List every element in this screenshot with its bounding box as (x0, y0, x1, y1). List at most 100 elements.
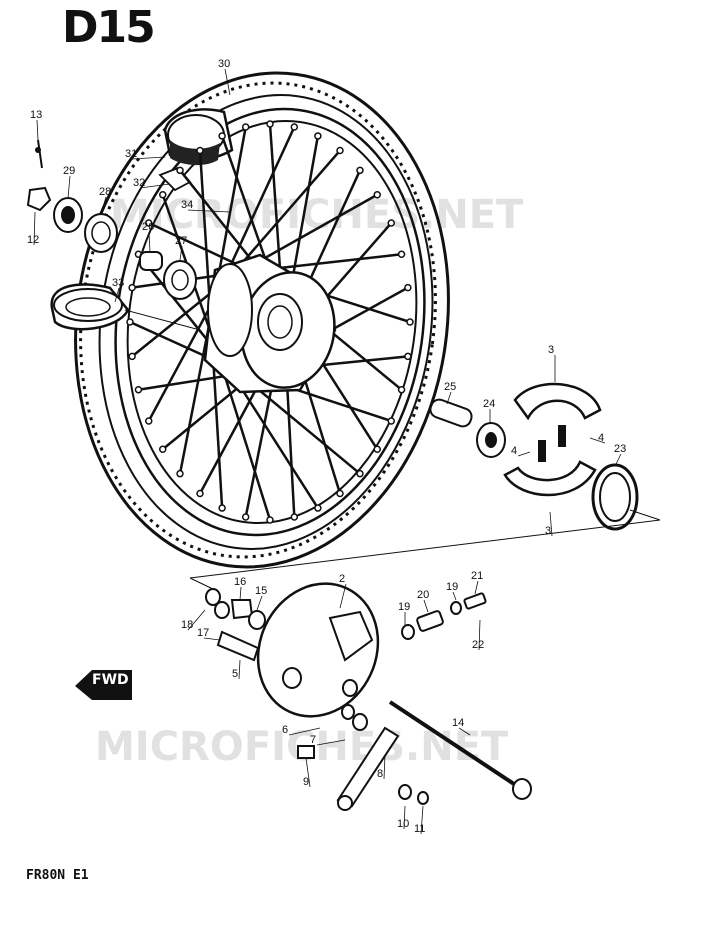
callout-leader (139, 183, 171, 189)
spoke-nipple (266, 516, 274, 524)
callout-number: 19 (446, 581, 458, 593)
spoke-nipple (397, 385, 406, 394)
callout-number: 27 (175, 235, 187, 247)
spoke (147, 301, 214, 422)
spoke (178, 320, 212, 474)
spoke (217, 355, 272, 521)
callout-number: 18 (181, 619, 193, 631)
callout-leader (238, 659, 241, 680)
spoke-nipple (176, 166, 184, 175)
callout-leader (517, 451, 531, 457)
spoke-nipple (314, 132, 322, 140)
callout-leader (131, 156, 166, 160)
callout-leader (339, 583, 347, 609)
spoke (198, 150, 212, 315)
spoke-nipple (314, 504, 322, 512)
spoke-nipple (128, 283, 136, 292)
callout-leader (614, 453, 622, 467)
callout-leader (589, 437, 606, 444)
diagram-code: D15 (62, 2, 156, 53)
callout-leader (203, 637, 221, 641)
callout-leader (148, 231, 151, 253)
spoke-nipple (373, 190, 381, 199)
callout-leader (423, 599, 429, 613)
spoke-nipple (196, 146, 204, 155)
spoke-nipple (404, 283, 412, 292)
spoke (248, 193, 378, 269)
brake-assembly (429, 382, 639, 531)
spoke-nipple (397, 250, 406, 259)
spoke-nipple (134, 385, 143, 394)
fwd-arrow-icon (75, 670, 132, 700)
spoke-nipple (218, 504, 226, 512)
spoke-nipple (266, 120, 274, 128)
callout-leader (305, 757, 311, 788)
spoke-nipple (373, 445, 381, 454)
callout-number: 3 (548, 344, 554, 356)
callout-leader (420, 805, 424, 835)
spoke (222, 126, 296, 282)
spoke-nipple (159, 445, 167, 454)
wheel-hub (203, 253, 337, 394)
spoke (234, 149, 341, 272)
brake-panel (205, 582, 532, 811)
callout-leader (187, 209, 231, 213)
spoke-nipple (290, 513, 299, 521)
callout-leader (383, 754, 386, 780)
callout-number: 17 (197, 627, 209, 639)
callout-number: 33 (112, 277, 124, 289)
callout-leader (446, 391, 452, 405)
callout-number: 31 (125, 148, 137, 160)
callout-number: 23 (614, 443, 626, 455)
callout-number: 25 (444, 381, 456, 393)
spoke-nipple (176, 469, 184, 478)
spoke-nipple (404, 352, 412, 361)
callout-number: 20 (417, 589, 429, 601)
callout-number: 2 (339, 573, 345, 585)
tire (50, 71, 450, 569)
callout-number: 12 (27, 234, 39, 246)
callout-leader (256, 595, 263, 611)
spoke-nipple (406, 318, 414, 326)
spoke-nipple (128, 352, 136, 361)
model-code: FR80N E1 (26, 868, 89, 883)
spoke-nipple (336, 489, 344, 498)
callout-leader (36, 119, 39, 141)
spoke-nipple (387, 417, 395, 425)
callout-number: 3 (545, 525, 551, 537)
spoke-nipple (196, 489, 204, 498)
callout-leader (549, 511, 553, 537)
callout-number: 34 (181, 199, 193, 211)
spoke-nipple (159, 190, 167, 199)
callout-leader (179, 245, 183, 261)
callout-leader (458, 727, 471, 736)
spoke (268, 123, 283, 288)
callout-number: 8 (377, 768, 383, 780)
callout-number: 11 (414, 823, 425, 835)
callout-number: 13 (30, 109, 42, 121)
callout-leader (239, 586, 242, 601)
watermark-top: MICROFICHES.NET (110, 192, 524, 238)
callout-number: 28 (99, 186, 111, 198)
callout-leader (478, 619, 481, 651)
callout-number: 9 (303, 776, 309, 788)
callout-number: 6 (282, 724, 288, 736)
spoke-nipple (387, 219, 395, 227)
spoke (179, 169, 259, 269)
spoke (198, 372, 266, 495)
assembly-lines (124, 309, 661, 591)
callout-number: 4 (598, 432, 604, 444)
callout-leader (114, 287, 120, 303)
spoke-nipple (290, 123, 299, 131)
callout-leader (100, 196, 107, 215)
spoke-nipple (241, 513, 250, 521)
callout-number: 7 (310, 734, 316, 746)
spoke (220, 135, 273, 276)
spoke-nipple (145, 219, 153, 227)
spoke (131, 284, 221, 358)
callout-number: 32 (133, 177, 145, 189)
callout-number: 16 (234, 576, 246, 588)
